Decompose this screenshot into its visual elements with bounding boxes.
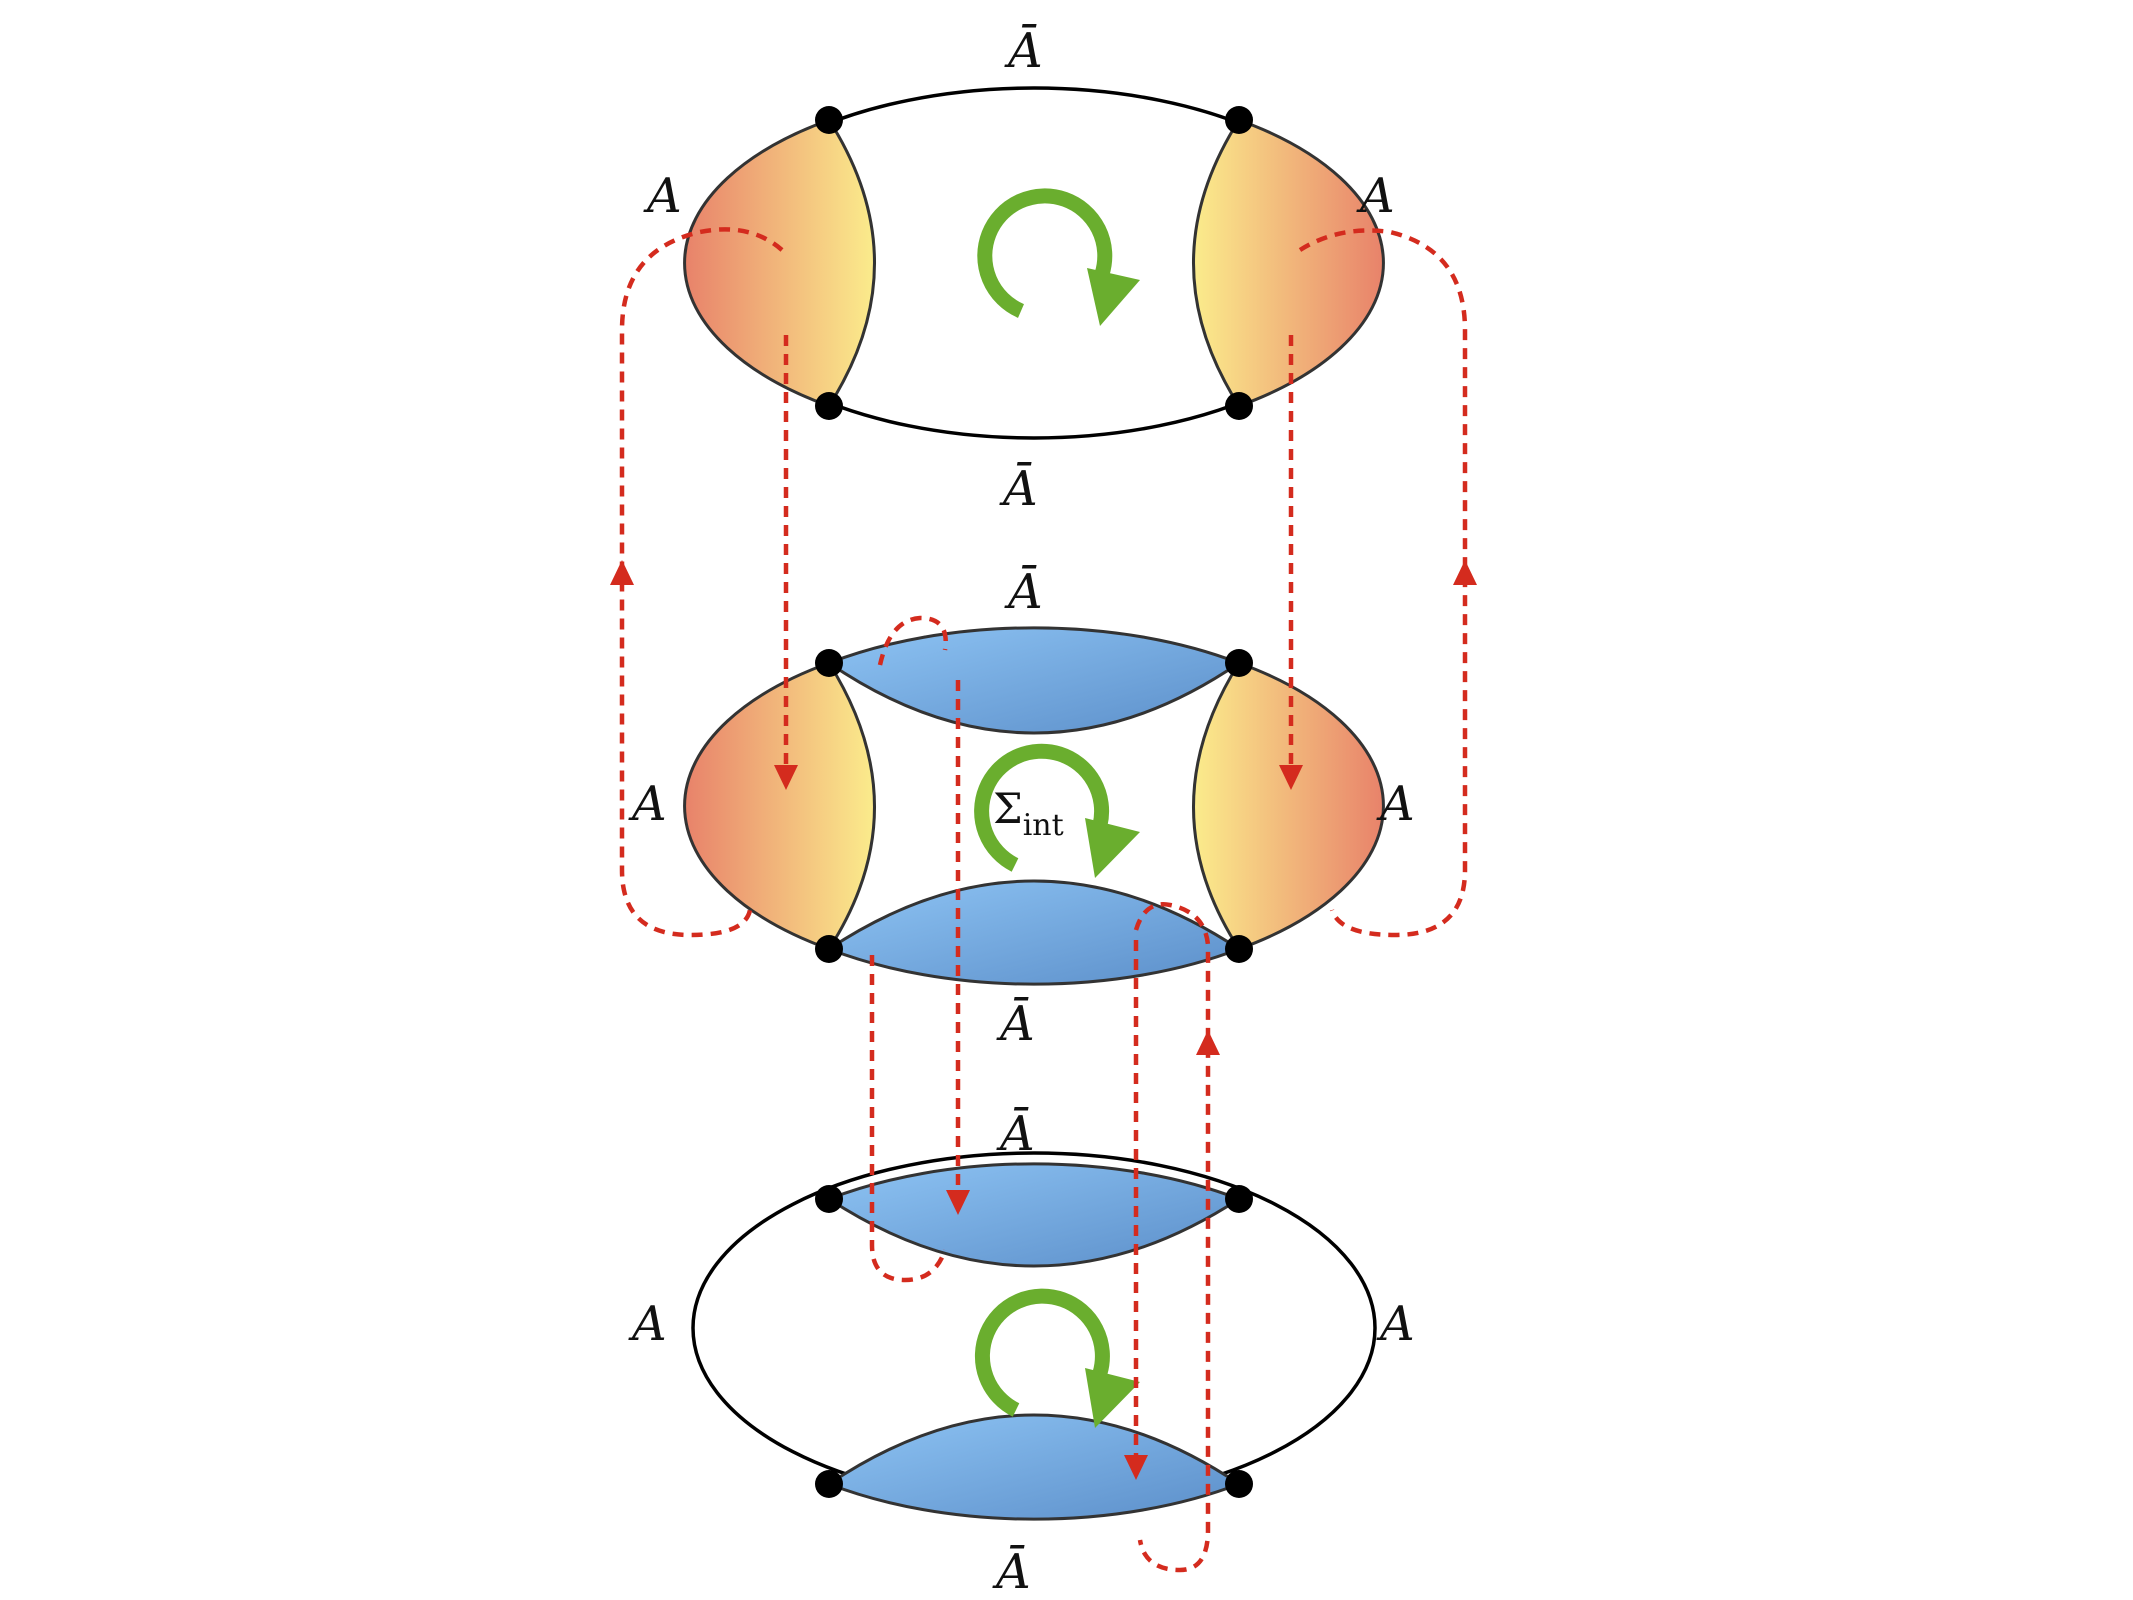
gluing-path-bottom-right-loop xyxy=(1133,902,1211,1573)
label-middle-abar-upper: Ā xyxy=(1004,564,1043,620)
middle-left-A-region xyxy=(683,661,876,951)
top-node-bl xyxy=(815,392,843,420)
middle-right-A-region xyxy=(1192,661,1385,951)
middle-node-br xyxy=(1225,935,1253,963)
top-node-tl xyxy=(815,106,843,134)
top-sheet xyxy=(683,86,1385,440)
bottom-rotation-arrow-icon xyxy=(974,1288,1140,1428)
label-bottom-abar-upper: Ā xyxy=(996,1106,1035,1162)
label-middle-a-right: A xyxy=(1376,776,1415,832)
top-node-tr xyxy=(1225,106,1253,134)
arrowhead-far-right-up xyxy=(1453,560,1477,585)
label-top-abar-lower: Ā xyxy=(999,461,1038,517)
middle-node-tr xyxy=(1225,649,1253,677)
top-rotation-arrow-icon xyxy=(977,188,1140,326)
middle-bottom-Abar-lens xyxy=(825,879,1243,986)
label-bottom-abar-lower: Ā xyxy=(992,1544,1031,1600)
middle-top-Abar-lens xyxy=(825,626,1243,735)
bottom-top-Abar-lens xyxy=(825,1162,1243,1268)
arrowhead-bottom-right-down xyxy=(1124,1455,1148,1480)
label-middle-abar-lower: Ā xyxy=(996,996,1035,1052)
top-left-A-region xyxy=(683,118,876,408)
gluing-paths xyxy=(610,227,1477,1573)
middle-sheet xyxy=(683,626,1385,986)
top-node-br xyxy=(1225,392,1253,420)
gluing-path-far-left xyxy=(619,227,784,938)
label-top-a-right: A xyxy=(1356,168,1395,224)
label-top-abar-upper: Ā xyxy=(1004,23,1043,79)
bottom-bottom-Abar-lens xyxy=(825,1413,1243,1521)
label-sigma-int: Σint xyxy=(993,784,1064,843)
middle-rotation-arrow-icon xyxy=(974,743,1140,878)
gluing-path-far-right xyxy=(1298,228,1468,938)
bottom-sheet xyxy=(691,1151,1377,1521)
middle-node-tl xyxy=(815,649,843,677)
arrowhead-middle-top-down xyxy=(946,1190,970,1215)
label-middle-a-left: A xyxy=(628,776,667,832)
bottom-node-br xyxy=(1225,1470,1253,1498)
top-right-A-region xyxy=(1192,118,1385,408)
bottom-node-tl xyxy=(815,1185,843,1213)
arrowhead-top-left-down xyxy=(774,765,798,790)
arrowhead-top-right-down xyxy=(1279,765,1303,790)
middle-node-bl xyxy=(815,935,843,963)
label-top-a-left: A xyxy=(643,168,682,224)
arrowhead-bottom-right-up xyxy=(1196,1030,1220,1055)
gluing-path-middle-top-arc xyxy=(869,615,948,1283)
region-labels: Ā A A Ā Ā A A Ā Ā A A Ā Σint xyxy=(628,23,1415,1600)
label-bottom-a-right: A xyxy=(1376,1296,1415,1352)
bottom-node-tr xyxy=(1225,1185,1253,1213)
label-bottom-a-left: A xyxy=(628,1296,667,1352)
bottom-node-bl xyxy=(815,1470,843,1498)
arrowhead-far-left-up xyxy=(610,560,634,585)
